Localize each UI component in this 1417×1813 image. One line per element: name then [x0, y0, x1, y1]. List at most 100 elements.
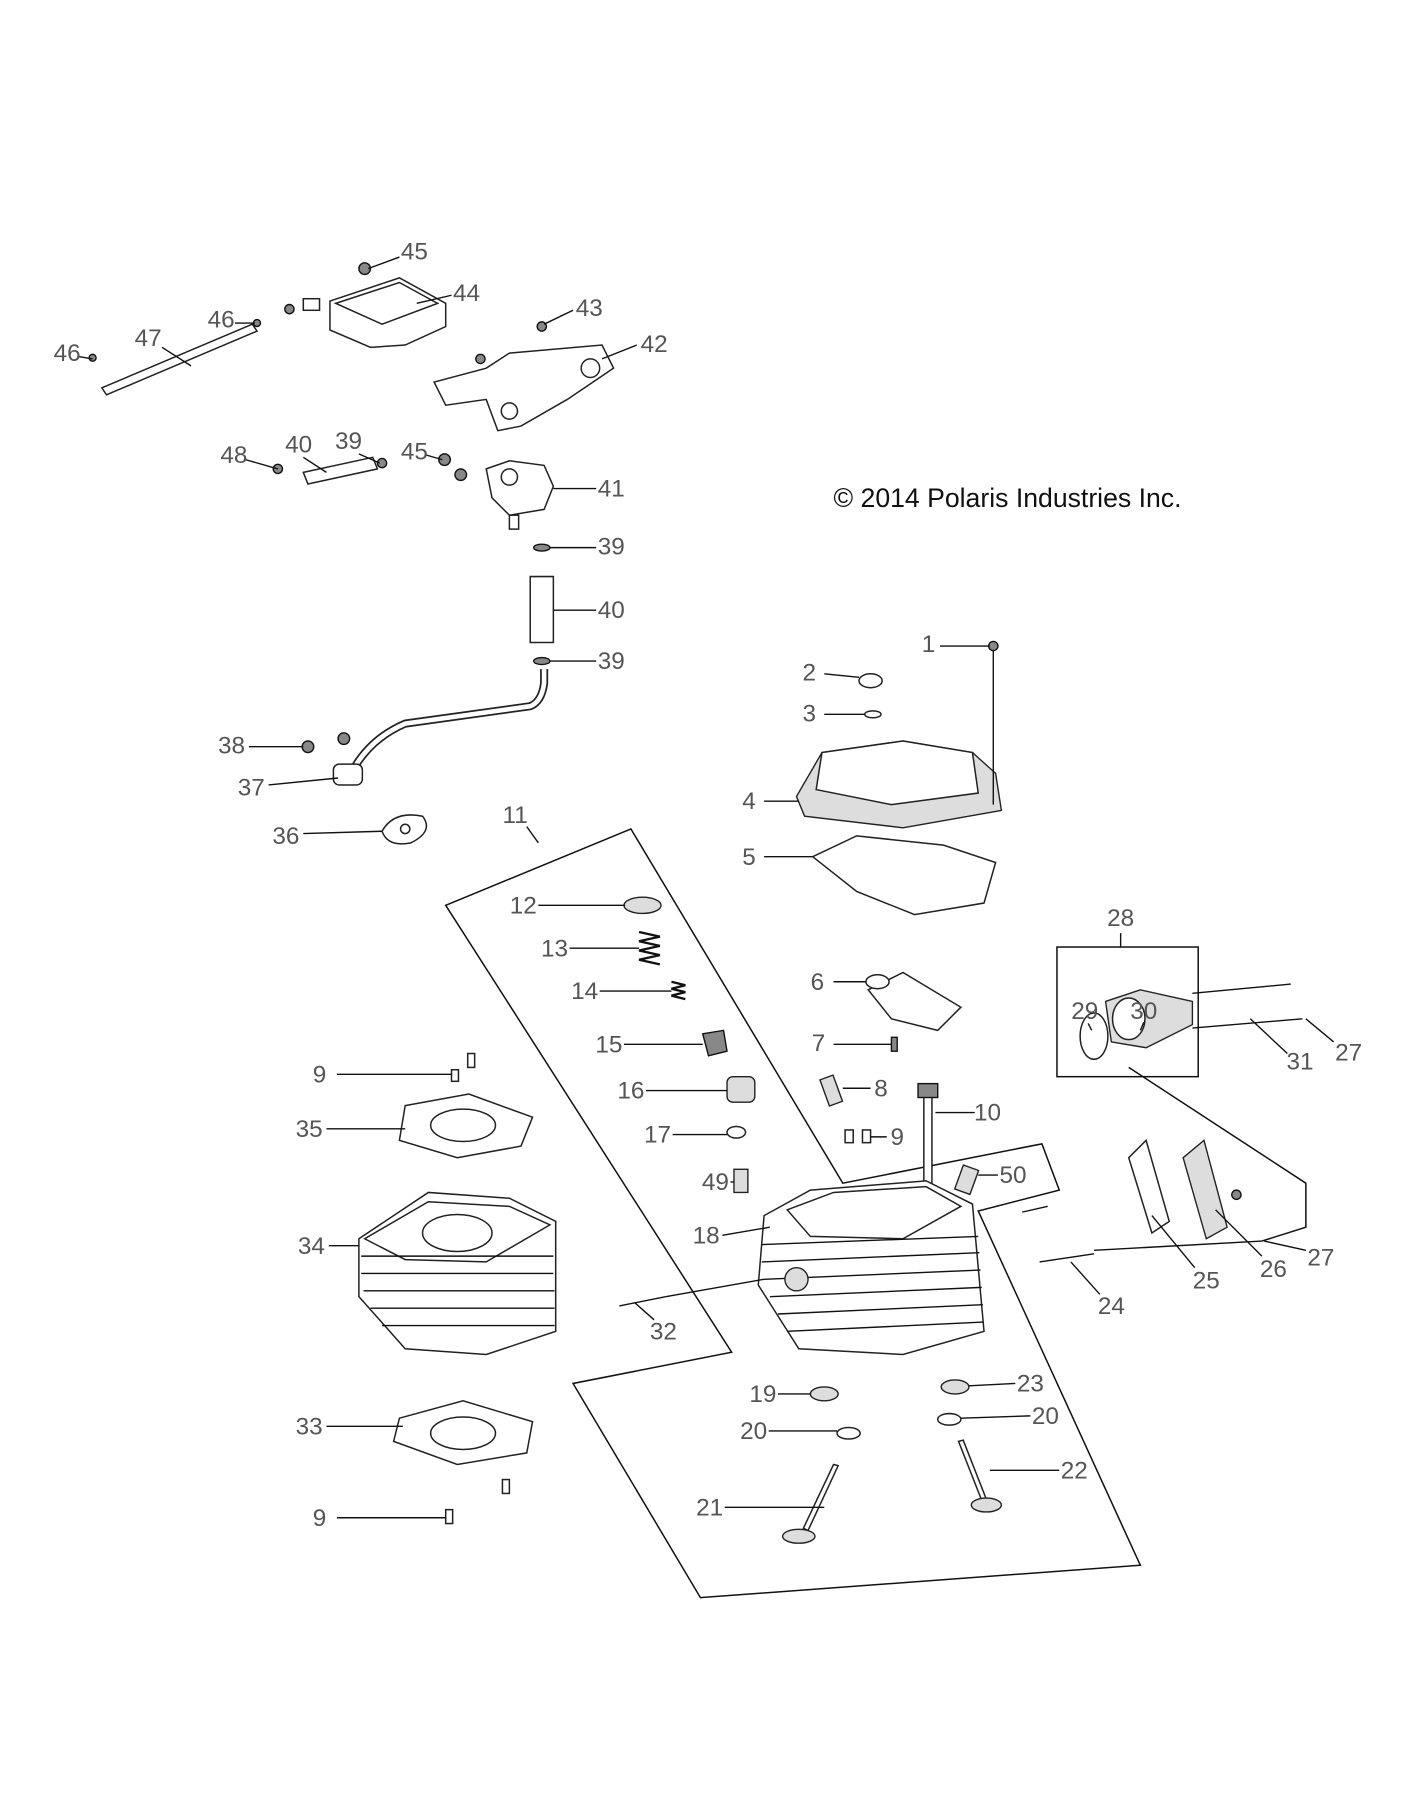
callout-6: 6 — [811, 969, 825, 996]
callout-14: 14 — [571, 978, 598, 1005]
callout-15: 15 — [595, 1031, 622, 1058]
callout-2: 2 — [802, 660, 816, 687]
fitting-part-49 — [733, 1168, 749, 1194]
intake-part-30 — [1079, 983, 1303, 1061]
callout-24: 24 — [1098, 1293, 1125, 1320]
leader-line — [1070, 1261, 1101, 1295]
callout-5: 5 — [742, 844, 756, 871]
callout-46: 46 — [54, 340, 81, 367]
insulator-part-26 — [1182, 1139, 1228, 1240]
nut-part-27 — [1231, 1189, 1242, 1201]
callout-26: 26 — [1260, 1256, 1287, 1283]
callout-39: 39 — [598, 534, 625, 561]
plate-part-6 — [865, 971, 963, 1052]
leader-line — [526, 826, 539, 844]
spring-part-14 — [671, 980, 686, 1001]
leader-line — [1264, 1240, 1307, 1252]
leader-line — [425, 454, 443, 461]
callout-18: 18 — [693, 1222, 720, 1249]
leader-line — [722, 1226, 770, 1236]
callout-16: 16 — [617, 1078, 644, 1105]
leader-line — [960, 1415, 1031, 1419]
leader-line — [358, 453, 381, 464]
spark-plug-part — [819, 1074, 844, 1107]
leader-line — [1305, 1018, 1335, 1043]
fitting-part-50 — [953, 1164, 980, 1196]
callout-9: 9 — [313, 1061, 327, 1088]
leader-line — [245, 458, 279, 470]
retainer-part-12 — [623, 896, 662, 915]
hose-part-40-lower — [529, 543, 555, 666]
leader-line — [161, 346, 192, 367]
intake-link-line — [1128, 1066, 1307, 1242]
callout-29: 29 — [1071, 998, 1098, 1025]
dowel-part-9-right-b — [861, 1129, 872, 1144]
callout-19: 19 — [749, 1381, 776, 1408]
assembly-outline-28 — [1056, 946, 1199, 1078]
valve-part-21 — [781, 1463, 840, 1544]
callout-22: 22 — [1061, 1457, 1088, 1484]
bracket-part — [433, 321, 615, 432]
gasket-part-25 — [1127, 1138, 1171, 1235]
callout-23: 23 — [1017, 1371, 1044, 1398]
callout-11: 11 — [503, 802, 528, 829]
callout-39: 39 — [335, 428, 362, 455]
callout-9: 9 — [890, 1124, 904, 1151]
valve-cover-gasket-part — [811, 835, 997, 916]
callout-42: 42 — [641, 331, 668, 358]
leader-line — [1087, 1023, 1093, 1031]
leader-line — [1139, 1021, 1145, 1031]
leader-line — [824, 673, 860, 678]
callout-1: 1 — [922, 631, 936, 658]
leader-line — [367, 256, 400, 270]
callout-43: 43 — [576, 295, 603, 322]
studs-part-24 — [619, 1205, 1262, 1307]
washer-part-17 — [726, 1125, 747, 1139]
rod-part — [88, 318, 262, 396]
seat-part-15 — [701, 1029, 728, 1057]
assembly-outline-11 — [444, 827, 1142, 1599]
leader-line — [968, 1382, 1016, 1387]
cylinder-head-part — [757, 1180, 985, 1356]
seal-part-19 — [809, 1386, 839, 1402]
callout-33: 33 — [296, 1413, 323, 1440]
dowel-part-9-right — [844, 1129, 854, 1144]
oil-pipe-part — [301, 669, 549, 786]
leader-line — [268, 777, 339, 786]
callout-36: 36 — [272, 823, 299, 850]
callout-20: 20 — [1032, 1403, 1059, 1430]
cylinder-part — [358, 1191, 557, 1356]
leader-line — [543, 309, 574, 325]
callout-10: 10 — [974, 1100, 1001, 1127]
washer-part-20-right — [936, 1412, 962, 1426]
bolt-part-10 — [917, 1082, 939, 1188]
leader-line — [416, 294, 452, 305]
callout-45: 45 — [401, 439, 428, 466]
callout-4: 4 — [742, 788, 756, 815]
leader-line — [1151, 1215, 1196, 1269]
gasket-part-33 — [392, 1400, 534, 1525]
callout-34: 34 — [298, 1233, 325, 1260]
leader-line — [303, 830, 383, 835]
leader-line — [1215, 1209, 1263, 1257]
callout-12: 12 — [510, 892, 537, 919]
leader-line — [633, 1301, 655, 1321]
callout-28: 28 — [1107, 905, 1134, 932]
leader-line — [601, 344, 637, 360]
callout-40: 40 — [285, 432, 312, 459]
valve-cover-part — [795, 640, 1003, 829]
callout-32: 32 — [650, 1318, 677, 1345]
callout-20: 20 — [740, 1418, 767, 1445]
hose-part-40-upper — [272, 456, 388, 485]
leader-line — [78, 355, 93, 360]
valve-part-22 — [957, 1439, 1003, 1513]
seal-part-16 — [726, 1075, 756, 1103]
callout-30: 30 — [1130, 998, 1157, 1025]
callout-50: 50 — [999, 1162, 1026, 1189]
callout-3: 3 — [802, 700, 816, 727]
callout-37: 37 — [238, 774, 265, 801]
callout-40: 40 — [598, 597, 625, 624]
callout-25: 25 — [1193, 1268, 1220, 1295]
